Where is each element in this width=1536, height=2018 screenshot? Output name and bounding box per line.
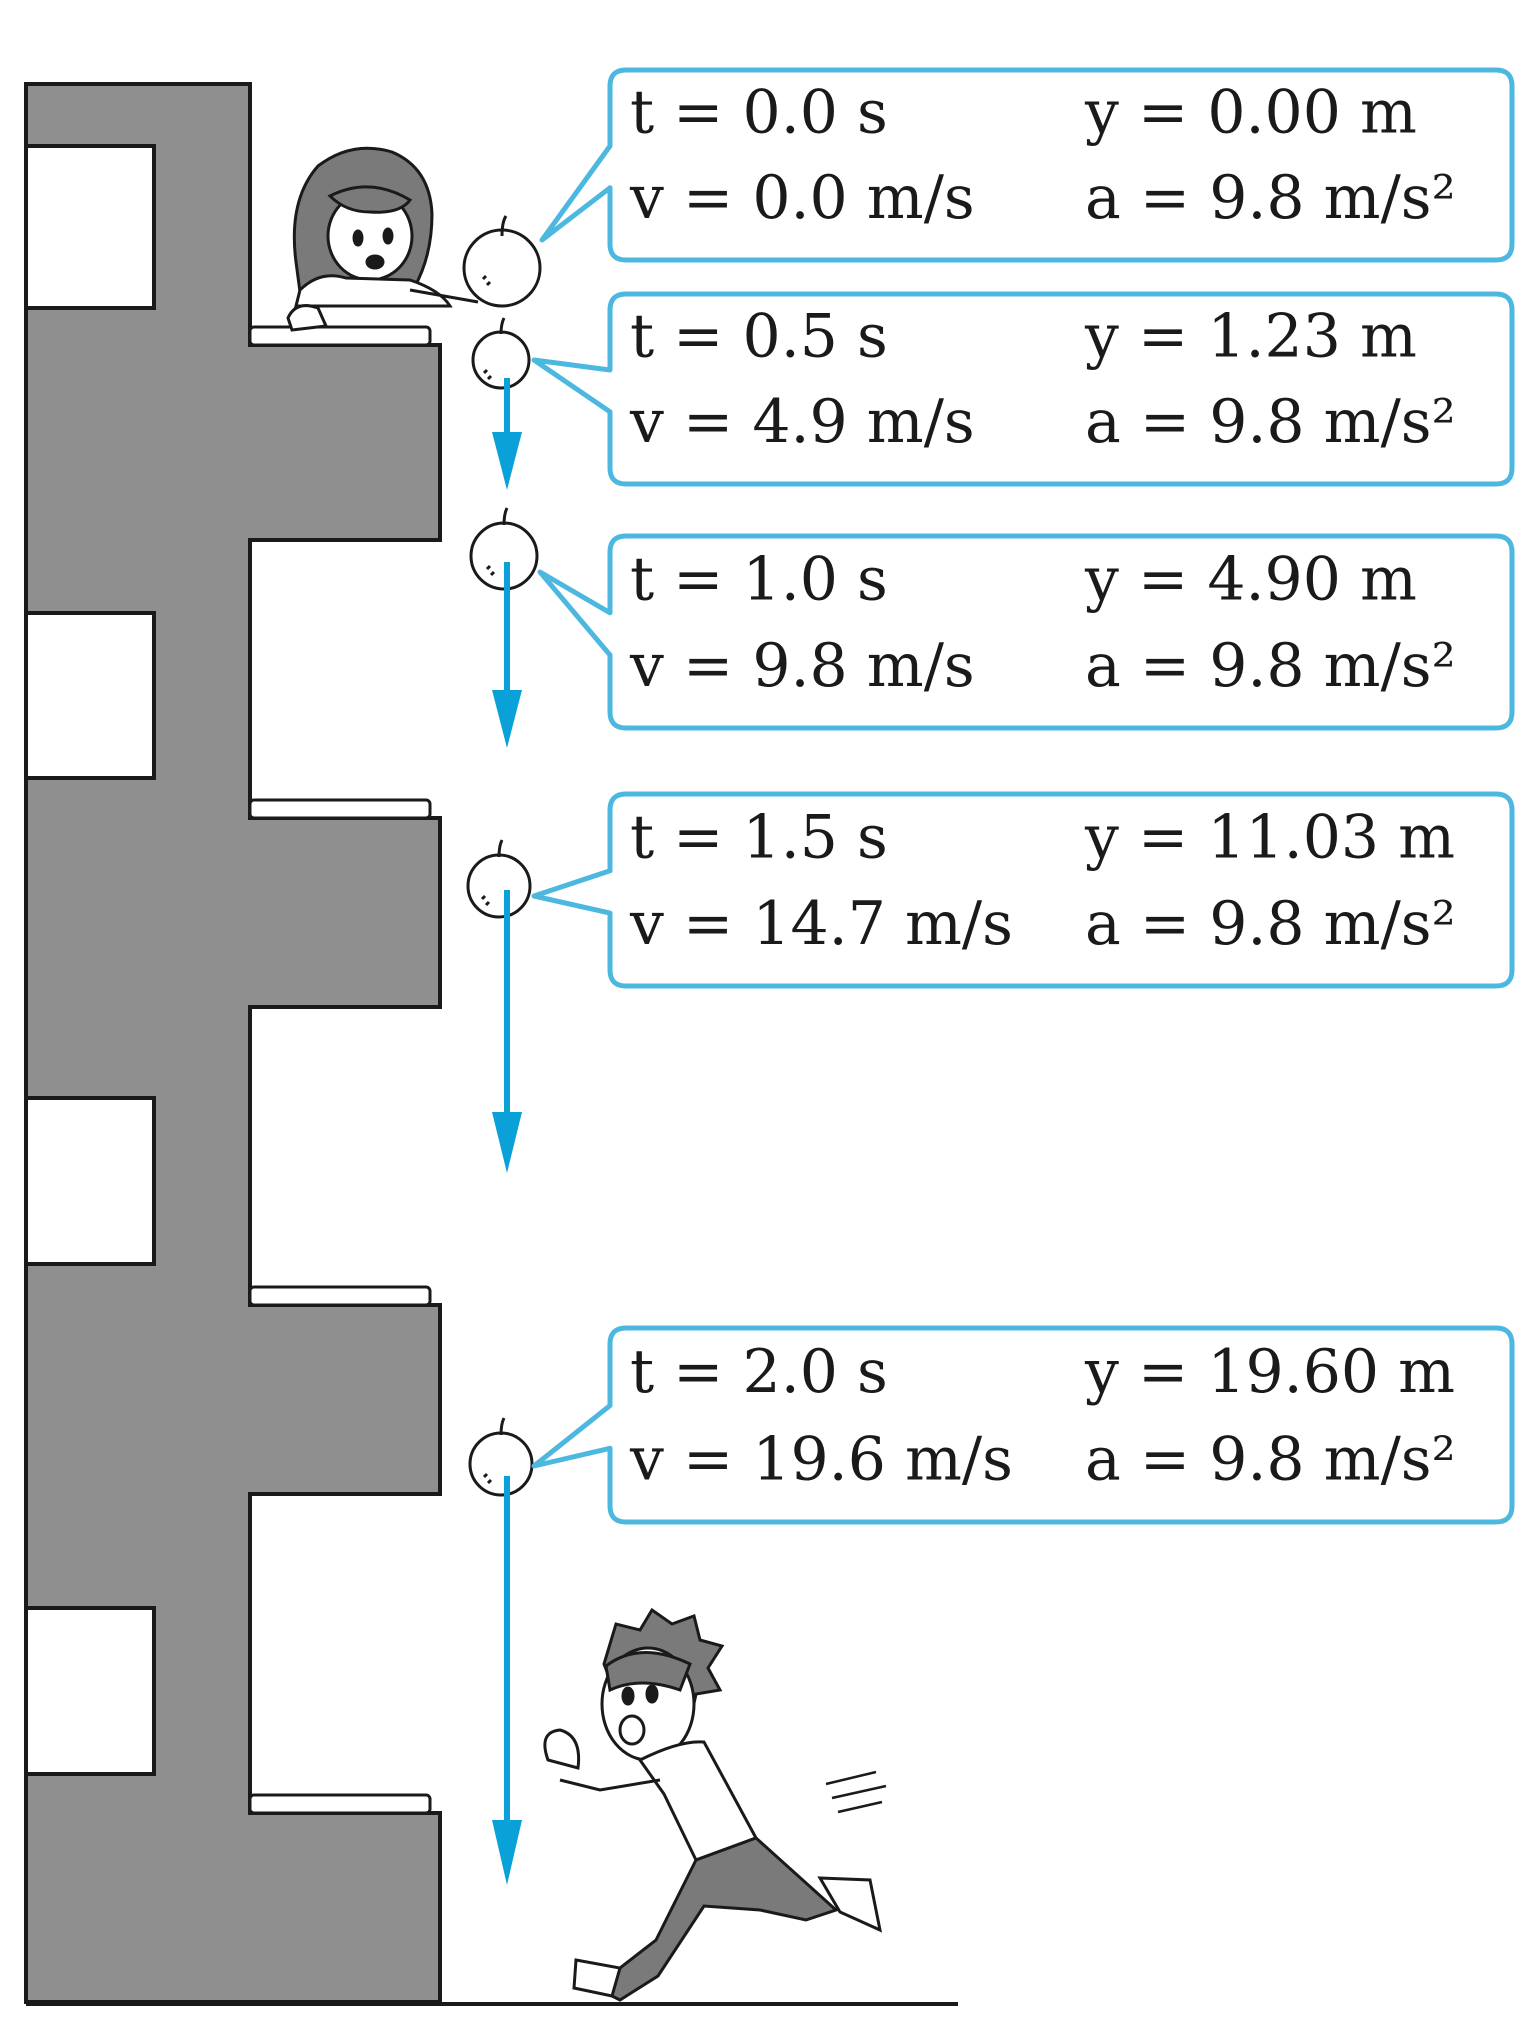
apple-icon [462, 215, 542, 308]
railing [248, 1793, 432, 1815]
callout-y-value: y = 1.23 m [1084, 302, 1417, 372]
callout-frame [539, 67, 1515, 263]
apples [462, 215, 542, 1497]
railing [248, 325, 432, 347]
callout-box: t = 1.5 s y = 11.03 m v = 14.7 m/s a = 9.8 … [531, 791, 1515, 989]
building-facade [24, 82, 442, 2004]
velocity-arrow [492, 1476, 522, 1885]
callout-frame [531, 291, 1515, 487]
callouts: t = 0.0 s y = 0.00 m v = 0.0 m/s a = 9.8 m/… [531, 67, 1515, 1525]
callout-a-value: a = 9.8 m/s² [1085, 1424, 1456, 1494]
callout-t-value: t = 0.0 s [630, 78, 888, 148]
callout-a-value: a = 9.8 m/s² [1085, 387, 1456, 457]
velocity-arrows [492, 378, 522, 1885]
callout-v-value: v = 9.8 m/s [629, 631, 975, 701]
callout-v-value: v = 4.9 m/s [629, 387, 975, 457]
callout-a-value: a = 9.8 m/s² [1085, 163, 1456, 233]
velocity-arrow [492, 890, 522, 1173]
callout-v-value: v = 19.6 m/s [629, 1424, 1013, 1494]
callout-box: t = 0.0 s y = 0.00 m v = 0.0 m/s a = 9.8 m/… [539, 67, 1515, 263]
apple-icon [468, 1417, 534, 1497]
balcony-railings [248, 325, 432, 1815]
callout-y-value: y = 19.60 m [1084, 1337, 1455, 1407]
callout-a-value: a = 9.8 m/s² [1085, 889, 1456, 959]
building [24, 82, 958, 2006]
callout-t-value: t = 1.5 s [630, 802, 888, 872]
callout-box: t = 1.0 s y = 4.90 m v = 9.8 m/s a = 9.8 m/… [537, 533, 1515, 731]
callout-box: t = 0.5 s y = 1.23 m v = 4.9 m/s a = 9.8 m/… [531, 291, 1515, 487]
callout-frame [531, 1325, 1515, 1525]
window [24, 1606, 156, 1776]
window [24, 144, 156, 310]
apple-icon [469, 507, 539, 591]
callout-t-value: t = 0.5 s [630, 302, 888, 372]
callout-t-value: t = 2.0 s [630, 1337, 888, 1407]
callout-v-value: v = 0.0 m/s [629, 163, 975, 233]
velocity-arrow [492, 378, 522, 490]
boy-icon [543, 1607, 887, 2002]
velocity-arrow [492, 562, 522, 748]
callout-y-value: y = 0.00 m [1084, 78, 1417, 148]
callout-box: t = 2.0 s y = 19.60 m v = 19.6 m/s a = 9.8 … [531, 1325, 1515, 1525]
callout-v-value: v = 14.7 m/s [629, 889, 1013, 959]
girl-icon [286, 146, 479, 332]
railing [248, 1285, 432, 1307]
callout-frame [537, 533, 1515, 731]
window [24, 1096, 156, 1266]
callout-y-value: y = 4.90 m [1084, 544, 1417, 614]
callout-a-value: a = 9.8 m/s² [1085, 631, 1456, 701]
callout-y-value: y = 11.03 m [1084, 802, 1455, 872]
window [24, 611, 156, 780]
callout-t-value: t = 1.0 s [630, 544, 888, 614]
railing [248, 798, 432, 820]
apple-icon [466, 839, 532, 919]
callout-frame [531, 791, 1515, 989]
apple-icon [471, 317, 531, 390]
